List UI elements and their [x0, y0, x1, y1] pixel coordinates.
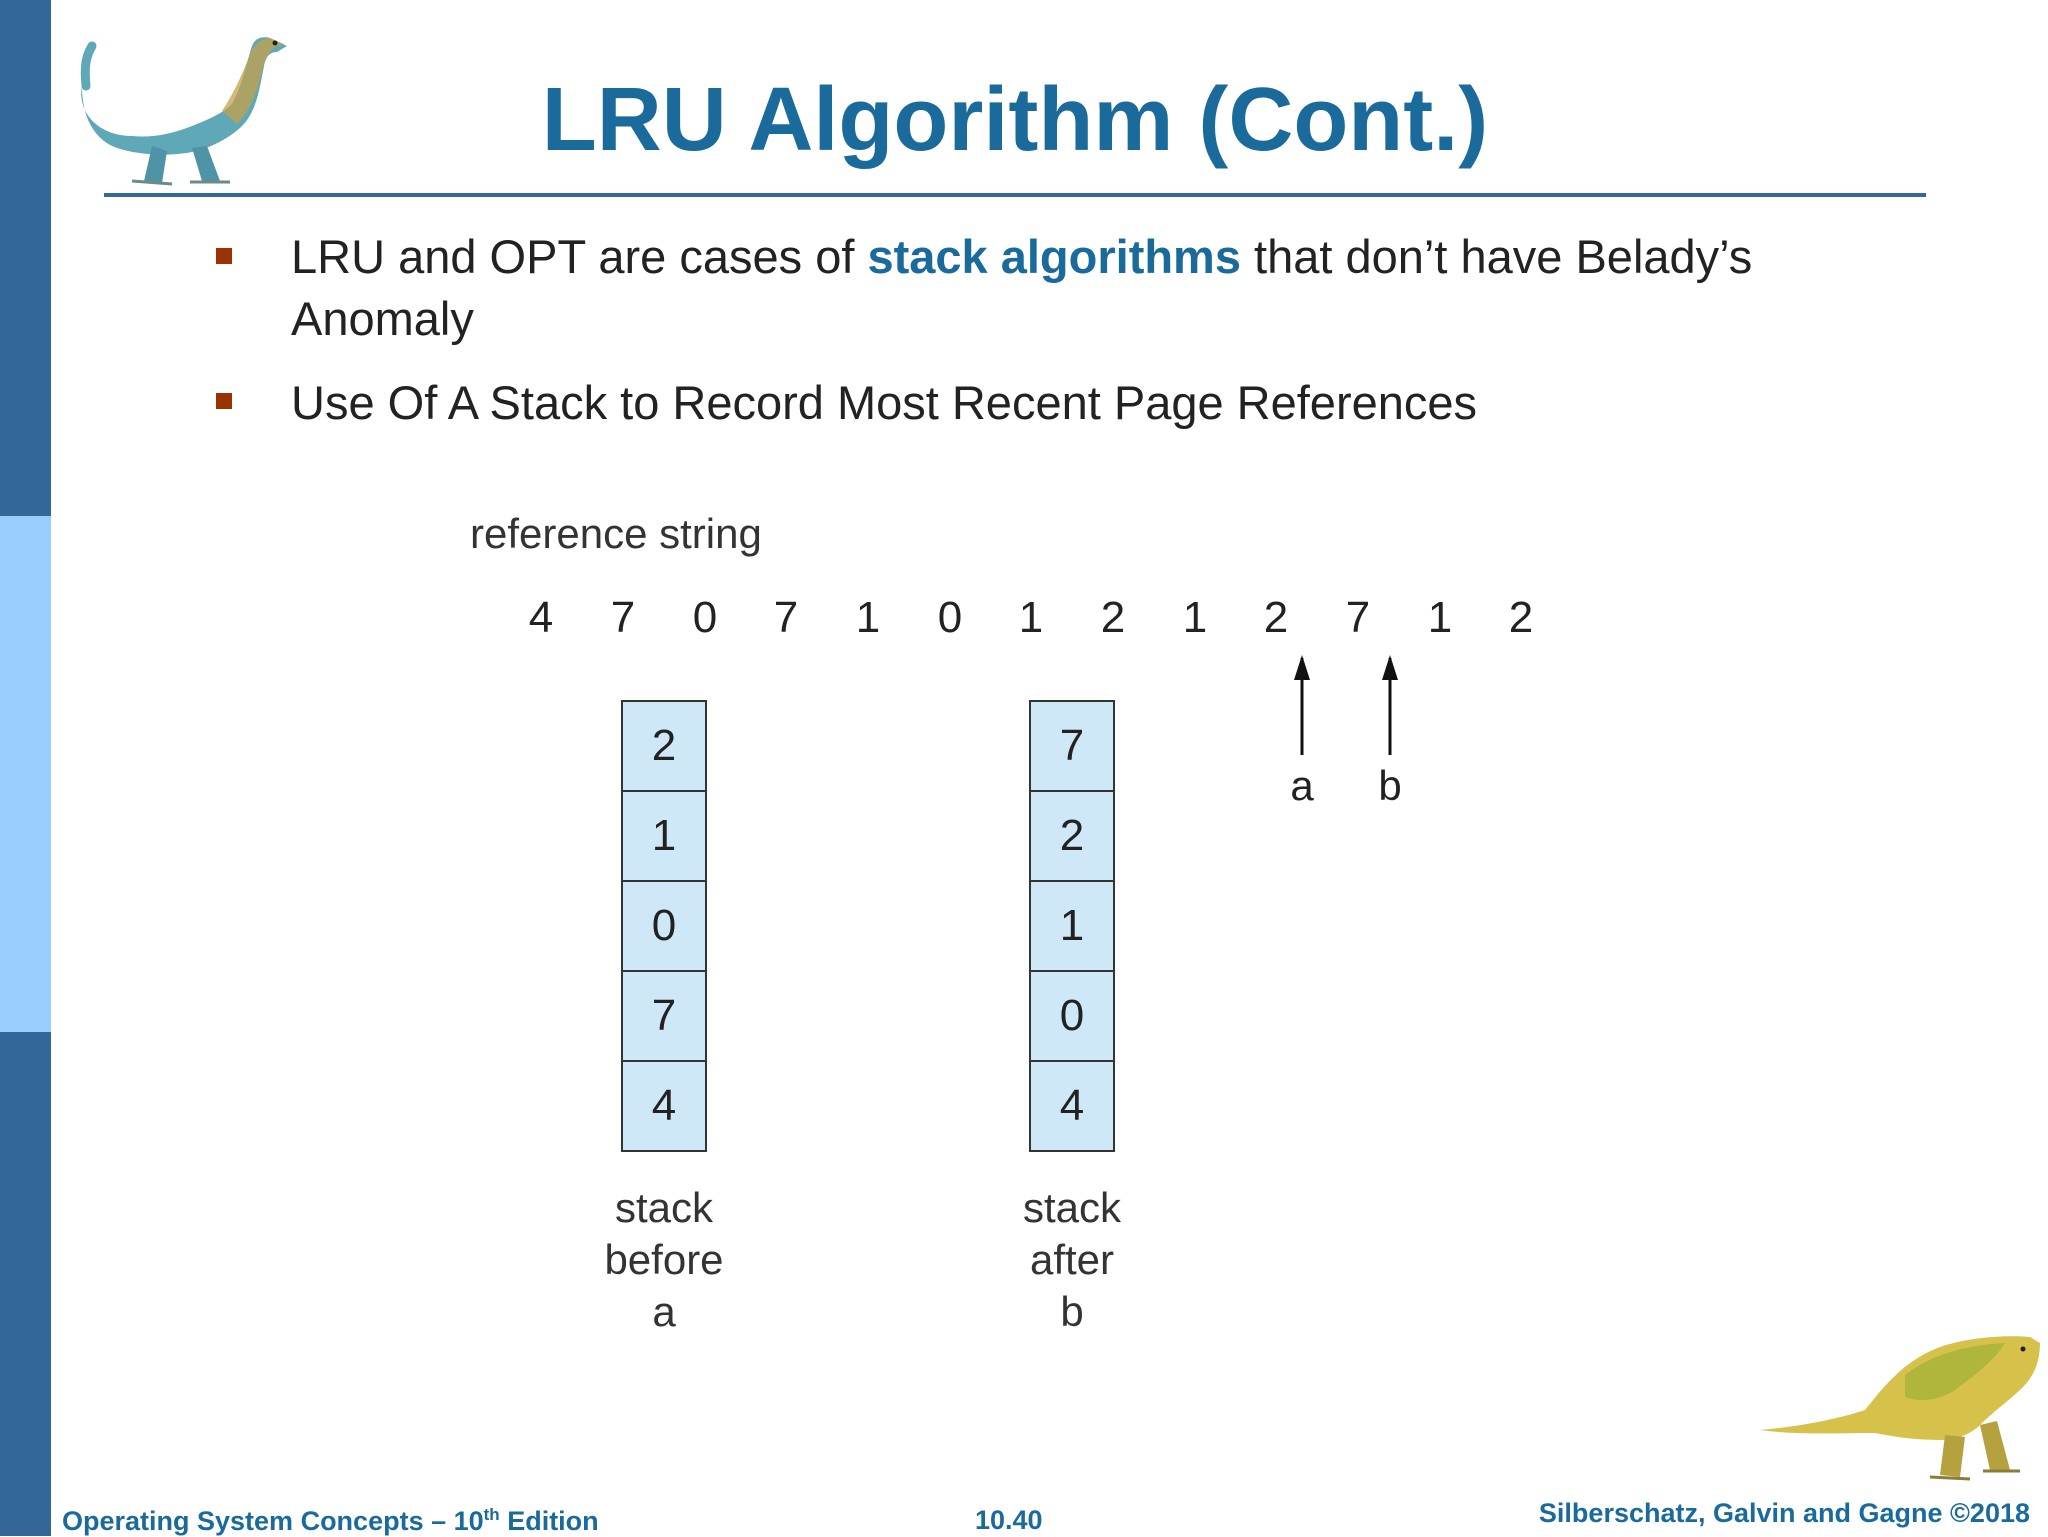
- reference-value: 0: [692, 593, 718, 642]
- reference-value: 4: [528, 593, 554, 642]
- bullet-text-1-highlight: stack algorithms: [867, 230, 1241, 283]
- dinosaur-icon: [1760, 1336, 2040, 1481]
- bullet-text-1-after: that don’t have Belady’s Anomaly: [291, 230, 1753, 345]
- caption-line: stack: [614, 1184, 714, 1231]
- footer-book-title-prefix: Operating System Concepts – 10: [62, 1506, 484, 1536]
- stack-after-cell: 7: [1029, 700, 1115, 792]
- caption-line: after: [1029, 1236, 1115, 1283]
- stack-before-cell: 7: [621, 970, 707, 1062]
- reference-value: 1: [855, 593, 881, 642]
- stack-before-cell: 1: [621, 790, 707, 882]
- arrow-b-head: [1382, 655, 1398, 680]
- left-bar-top: [0, 0, 51, 516]
- stack-before-cell: 0: [621, 880, 707, 972]
- bullet-text-1-before: LRU and OPT are cases of: [291, 230, 868, 283]
- reference-value: 2: [1263, 593, 1289, 642]
- bullet-text-1: LRU and OPT are cases of stack algorithm…: [291, 226, 1851, 350]
- stack-after-cell: 0: [1029, 970, 1115, 1062]
- caption-line: stack: [1022, 1184, 1122, 1231]
- reference-value: 2: [1100, 593, 1126, 642]
- footer-page-number: 10.40: [975, 1505, 1043, 1535]
- bullet-marker: [216, 248, 232, 264]
- reference-value: 2: [1508, 593, 1534, 642]
- reference-value: 7: [773, 593, 799, 642]
- stack-before-cell: 4: [621, 1060, 707, 1152]
- caption-line: a: [652, 1288, 676, 1335]
- footer-authors: Silberschatz, Galvin and Gagne ©2018: [1538, 1498, 2030, 1528]
- reference-value: 0: [937, 593, 963, 642]
- reference-value: 1: [1018, 593, 1044, 642]
- footer-book-title: Operating System Concepts – 10th Edition: [62, 1505, 599, 1537]
- marker-b-label: b: [1378, 762, 1402, 809]
- reference-value: 1: [1182, 593, 1208, 642]
- arrow-a-head: [1294, 655, 1310, 680]
- stack-after-cell: 2: [1029, 790, 1115, 882]
- reference-value: 7: [1345, 593, 1371, 642]
- footer-book-title-sup: th: [483, 1505, 500, 1524]
- stack-before-caption: stack before a: [564, 1182, 764, 1338]
- page-title: LRU Algorithm (Cont.): [541, 70, 1489, 170]
- left-bar-middle: [0, 516, 51, 1032]
- dinosaur-icon: [80, 37, 287, 186]
- caption-line: b: [1060, 1288, 1084, 1335]
- reference-string-label: reference string: [470, 510, 762, 557]
- bullet-marker: [216, 393, 232, 409]
- stack-after-caption: stack after b: [972, 1182, 1172, 1338]
- left-bar-bottom: [0, 1032, 51, 1536]
- caption-line: before: [604, 1236, 724, 1283]
- footer-book-title-suffix: Edition: [499, 1506, 599, 1536]
- reference-value: 1: [1427, 593, 1453, 642]
- bullet-text-2: Use Of A Stack to Record Most Recent Pag…: [291, 376, 1478, 429]
- title-divider: [104, 193, 1926, 197]
- marker-a-label: a: [1290, 762, 1314, 809]
- stack-after-cell: 4: [1029, 1060, 1115, 1152]
- stack-before-cell: 2: [621, 700, 707, 792]
- stack-after-cell: 1: [1029, 880, 1115, 972]
- reference-value: 7: [610, 593, 636, 642]
